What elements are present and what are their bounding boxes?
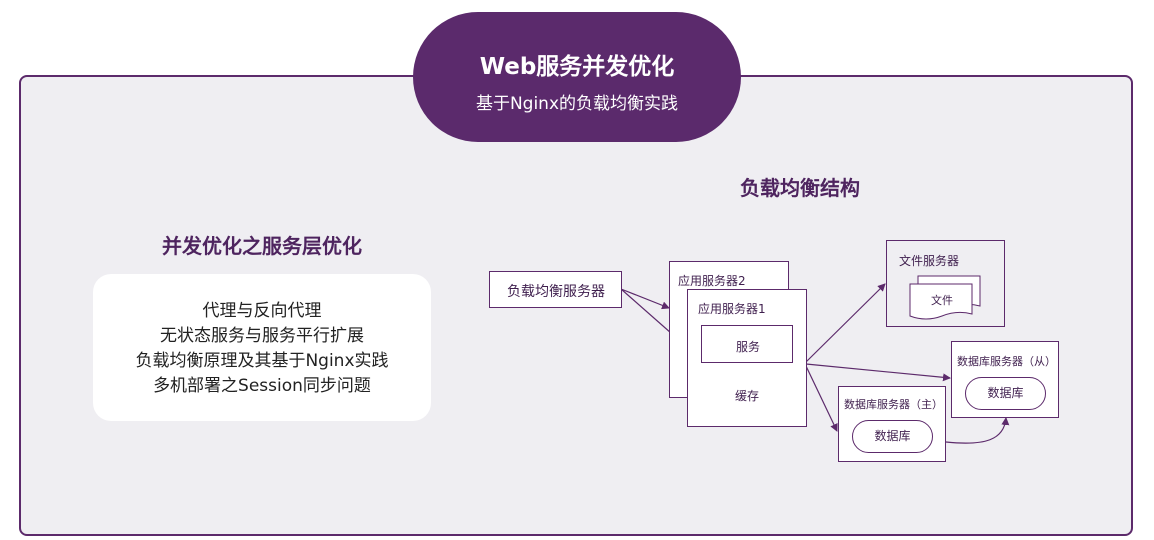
arrow-app-to-file-server	[805, 283, 886, 363]
arrow-lb-to-app2	[620, 288, 670, 310]
db-slave-label: 数据库服务器（从）	[957, 355, 1056, 368]
db-master-label: 数据库服务器（主）	[844, 398, 943, 411]
topic-item: 负载均衡原理及其基于Nginx实践	[135, 351, 389, 371]
db-master-database: 数据库	[852, 420, 933, 453]
arrow-master-to-slave	[945, 417, 1010, 444]
app-server-2-label: 应用服务器2	[678, 274, 746, 288]
header-subtitle: 基于Nginx的负载均衡实践	[475, 94, 679, 114]
file-label: 文件	[931, 294, 953, 307]
db-master-box: 数据库服务器（主） 数据库	[838, 386, 946, 462]
topic-item: 无状态服务与服务平行扩展	[160, 326, 364, 346]
cache-label: 缓存	[735, 389, 760, 403]
topic-item: 代理与反向代理	[202, 301, 322, 321]
topics-card: 代理与反向代理 无状态服务与服务平行扩展 负载均衡原理及其基于Nginx实践 多…	[93, 274, 431, 421]
header-title: Web服务并发优化	[479, 54, 675, 80]
load-balancer-box: 负载均衡服务器	[489, 271, 622, 308]
service-box: 服务	[701, 325, 793, 363]
left-section-title: 并发优化之服务层优化	[162, 234, 362, 258]
db-slave-database-label: 数据库	[987, 386, 1024, 400]
arrow-app-to-db-slave	[805, 363, 951, 382]
load-balancer-label: 负载均衡服务器	[507, 284, 605, 300]
db-master-database-label: 数据库	[874, 429, 911, 443]
file-server-box: 文件服务器	[886, 240, 1005, 327]
header-pill: Web服务并发优化 基于Nginx的负载均衡实践	[413, 12, 741, 142]
arrow-app-to-db-master	[805, 365, 838, 432]
topic-item: 多机部署之Session同步问题	[153, 376, 371, 396]
db-slave-box: 数据库服务器（从） 数据库	[951, 341, 1059, 418]
db-slave-database: 数据库	[965, 377, 1046, 410]
file-doc-front	[909, 283, 973, 320]
topics-list: 代理与反向代理 无状态服务与服务平行扩展 负载均衡原理及其基于Nginx实践 多…	[93, 299, 431, 399]
service-label: 服务	[736, 340, 761, 354]
app-server-1-label: 应用服务器1	[698, 302, 766, 316]
file-server-label: 文件服务器	[899, 254, 960, 268]
right-section-title: 负载均衡结构	[740, 176, 860, 200]
